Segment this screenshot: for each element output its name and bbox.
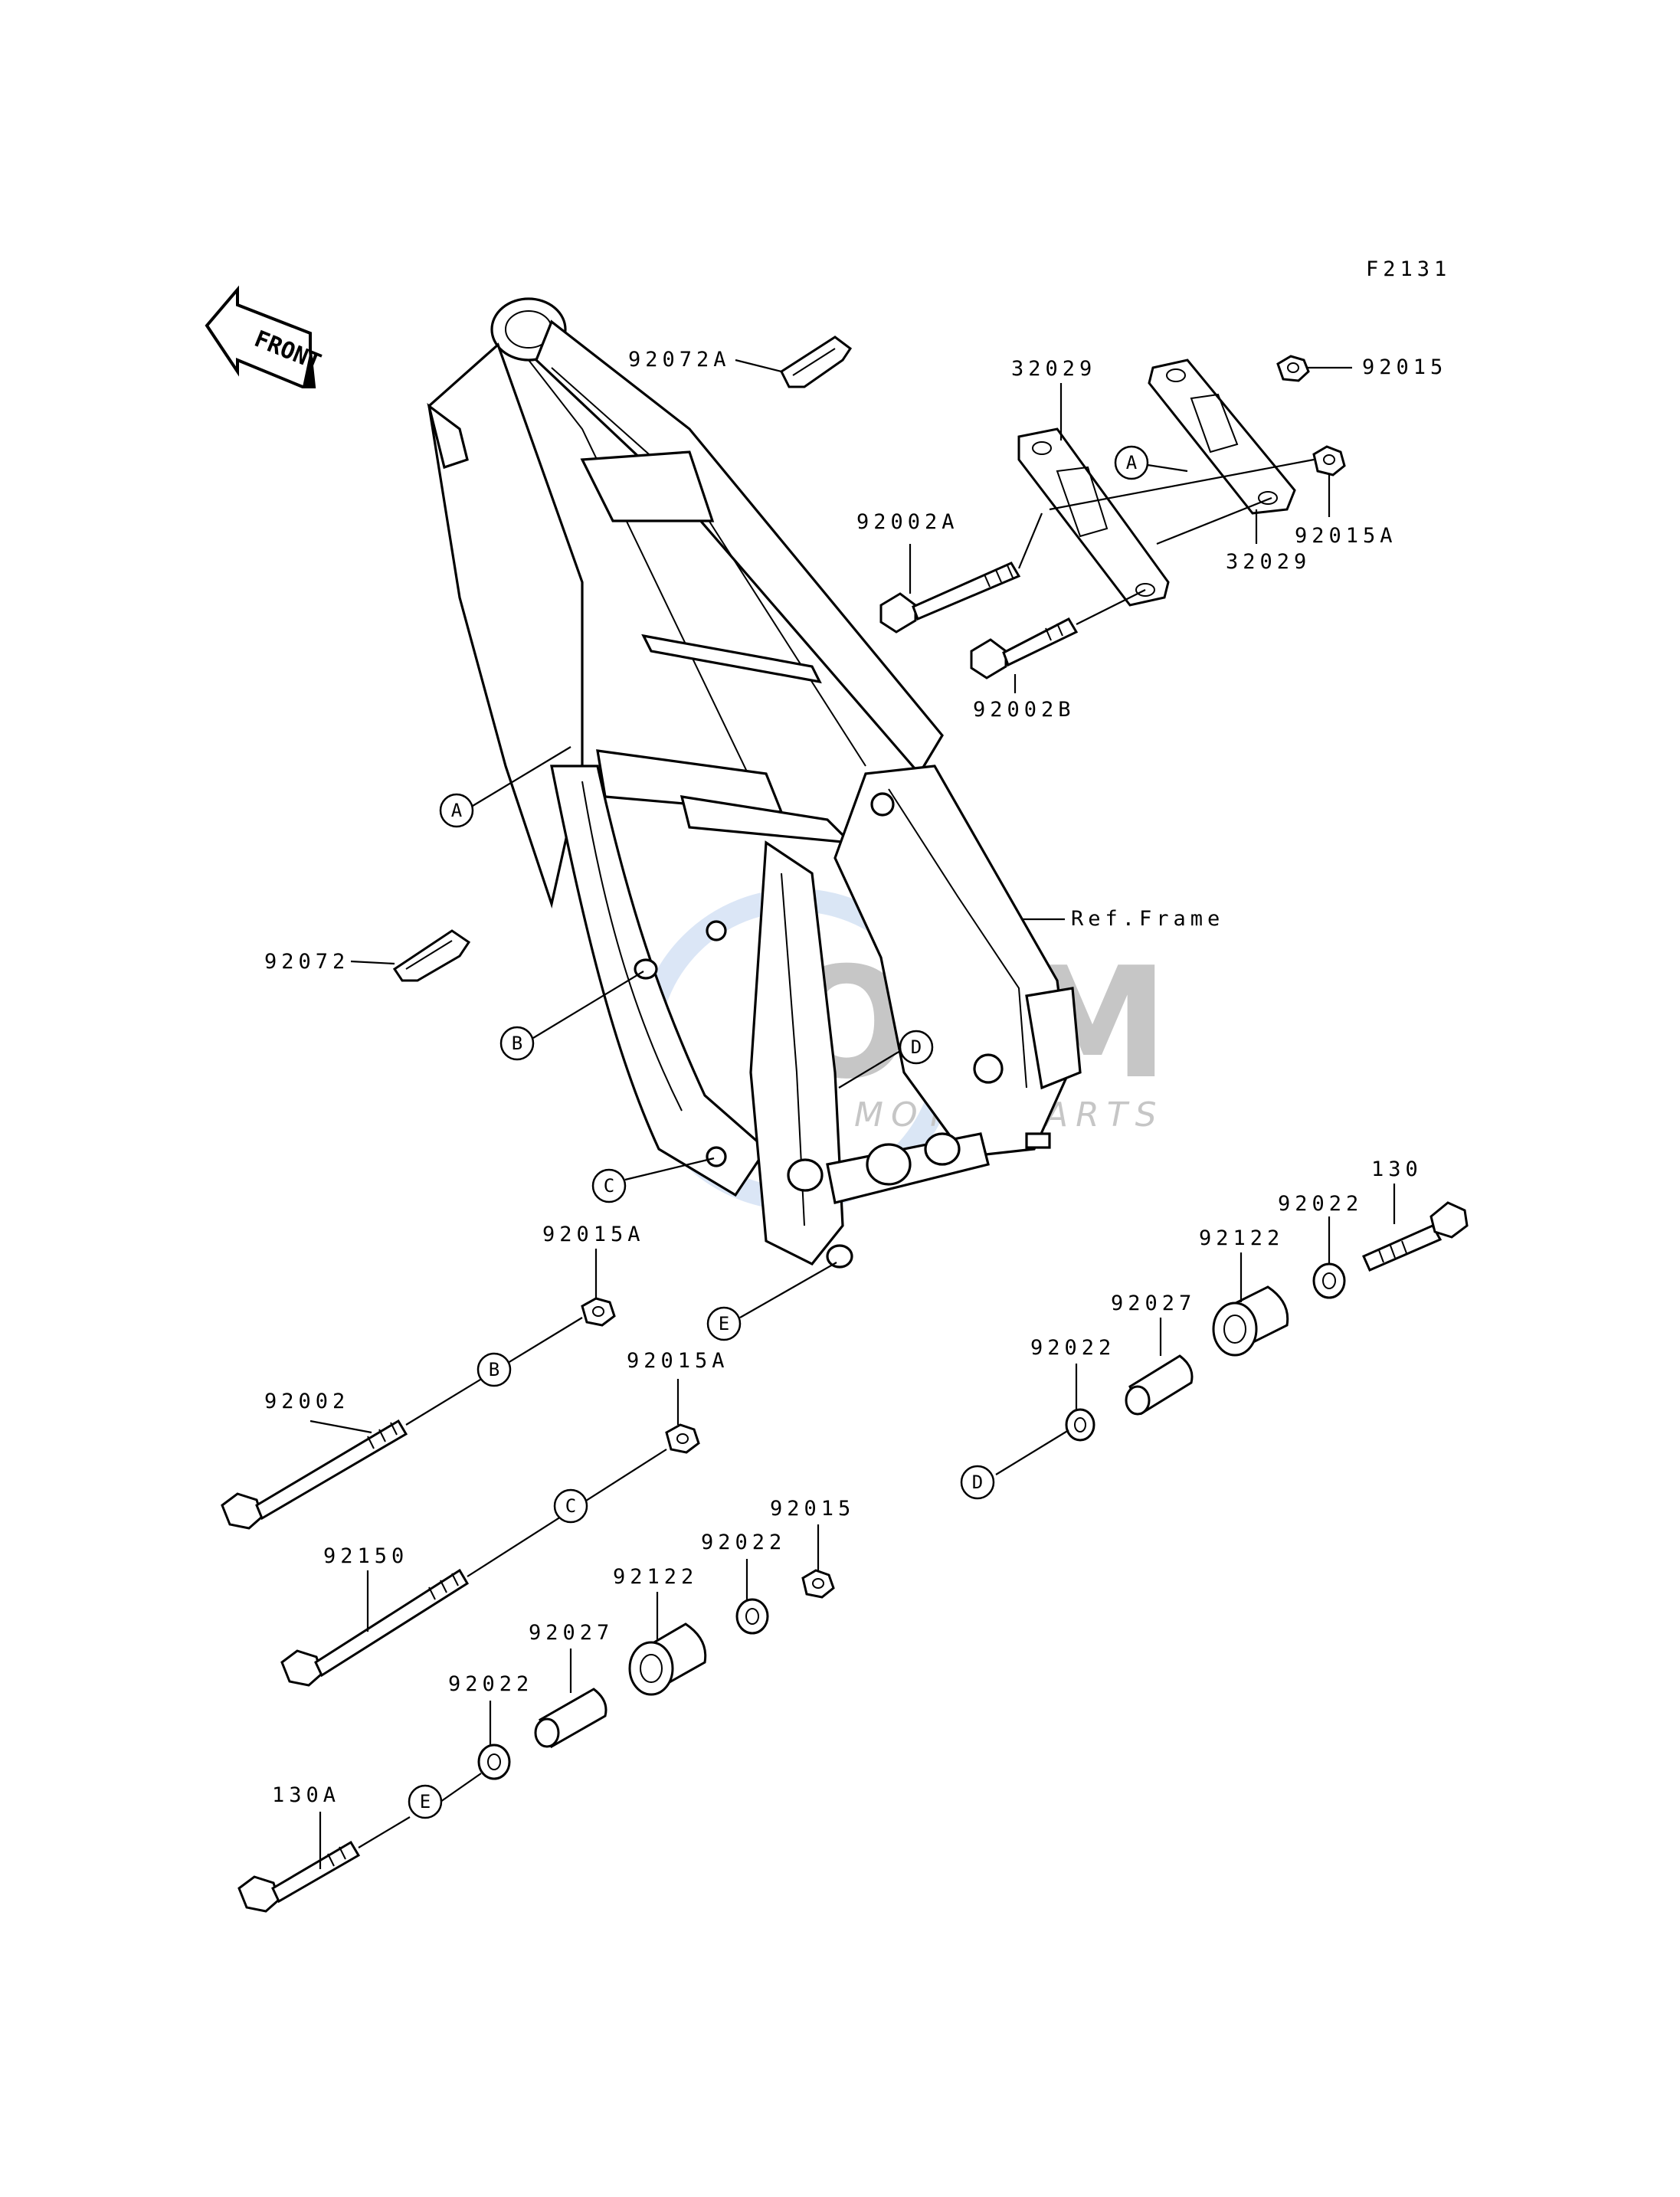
spacer-92027-left bbox=[534, 1688, 607, 1749]
label-92015A-left-1: 92015A bbox=[542, 1223, 645, 1246]
label-92002B: 92002B bbox=[973, 698, 1076, 722]
label-92022-right-top: 92022 bbox=[1278, 1192, 1363, 1216]
callout-C-frame bbox=[591, 1168, 627, 1203]
bracket-32029-front bbox=[1017, 427, 1170, 607]
callout-C-frame-text: C bbox=[604, 1175, 614, 1197]
main-frame bbox=[427, 297, 1082, 1269]
label-92022-left-1: 92022 bbox=[701, 1531, 786, 1554]
collar-92122-right bbox=[1212, 1285, 1289, 1357]
washer-92022-left-2 bbox=[477, 1744, 511, 1780]
callout-A-frame-text: A bbox=[451, 800, 463, 821]
callout-D-spacer bbox=[960, 1465, 995, 1500]
label-92002A: 92002A bbox=[856, 510, 959, 534]
callout-A-bracket-text: A bbox=[1126, 452, 1138, 473]
label-92072A: 92072A bbox=[628, 348, 731, 372]
label-92015-left: 92015 bbox=[770, 1497, 855, 1521]
clamp-92072 bbox=[392, 929, 471, 982]
bolt-130A bbox=[237, 1840, 361, 1913]
nut-92015-top bbox=[1276, 355, 1310, 382]
nut-92015A-left-2 bbox=[665, 1423, 700, 1454]
callout-E-frame bbox=[706, 1306, 742, 1341]
callout-A-bracket bbox=[1114, 445, 1149, 480]
label-32029-top: 32029 bbox=[1011, 357, 1096, 381]
ref-frame-label: Ref.Frame bbox=[1071, 907, 1224, 931]
label-92022-right-lower: 92022 bbox=[1030, 1336, 1115, 1360]
front-arrow-icon: FRONT bbox=[205, 285, 325, 388]
nut-92015-left bbox=[801, 1569, 835, 1599]
bolt-92002 bbox=[221, 1419, 408, 1530]
callout-B-frame bbox=[499, 1026, 535, 1061]
label-32029-bottom: 32029 bbox=[1226, 550, 1311, 574]
callout-B-bolt-text: B bbox=[489, 1359, 499, 1380]
callout-D-frame-text: D bbox=[911, 1036, 922, 1058]
label-92027-right: 92027 bbox=[1111, 1292, 1196, 1315]
nut-92015A-left-1 bbox=[581, 1297, 616, 1327]
callout-C-bolt bbox=[553, 1488, 588, 1524]
washer-92022-left-1 bbox=[735, 1598, 769, 1635]
diagram-code: F2131 bbox=[1366, 257, 1451, 281]
callout-C-bolt-text: C bbox=[565, 1495, 576, 1517]
bolt-92150 bbox=[280, 1568, 470, 1687]
nut-92015A-right bbox=[1312, 445, 1346, 476]
callout-E-frame-text: E bbox=[719, 1313, 729, 1334]
label-130A: 130A bbox=[272, 1783, 340, 1807]
callout-D-spacer-text: D bbox=[972, 1472, 983, 1493]
label-92015-top: 92015 bbox=[1362, 355, 1447, 379]
label-130: 130 bbox=[1371, 1157, 1423, 1181]
label-92027-left: 92027 bbox=[529, 1621, 614, 1645]
label-92072: 92072 bbox=[264, 950, 349, 974]
label-92002: 92002 bbox=[264, 1390, 349, 1413]
clamp-92072A bbox=[780, 336, 853, 388]
callout-B-bolt bbox=[476, 1352, 512, 1387]
label-92122-left: 92122 bbox=[613, 1565, 698, 1589]
bracket-32029-rear bbox=[1148, 359, 1296, 515]
bolt-92002B bbox=[970, 617, 1079, 679]
bolt-130 bbox=[1362, 1201, 1469, 1272]
callout-B-frame-text: B bbox=[512, 1033, 522, 1054]
washer-92022-right-lower bbox=[1065, 1408, 1095, 1442]
callout-E-bolt-text: E bbox=[420, 1791, 431, 1812]
bolt-92002A bbox=[879, 562, 1021, 634]
label-92122-right: 92122 bbox=[1199, 1226, 1284, 1250]
spacer-92027-right bbox=[1125, 1354, 1194, 1416]
washer-92022-right-top bbox=[1312, 1262, 1346, 1299]
collar-92122-left bbox=[628, 1622, 707, 1696]
label-92150: 92150 bbox=[323, 1544, 408, 1568]
label-92022-left-2: 92022 bbox=[448, 1672, 533, 1696]
label-92015A-right: 92015A bbox=[1295, 524, 1397, 548]
callout-E-bolt bbox=[408, 1784, 443, 1819]
callout-A-frame bbox=[439, 793, 474, 828]
callout-D-frame bbox=[899, 1030, 934, 1065]
label-92015A-left-2: 92015A bbox=[627, 1349, 729, 1373]
